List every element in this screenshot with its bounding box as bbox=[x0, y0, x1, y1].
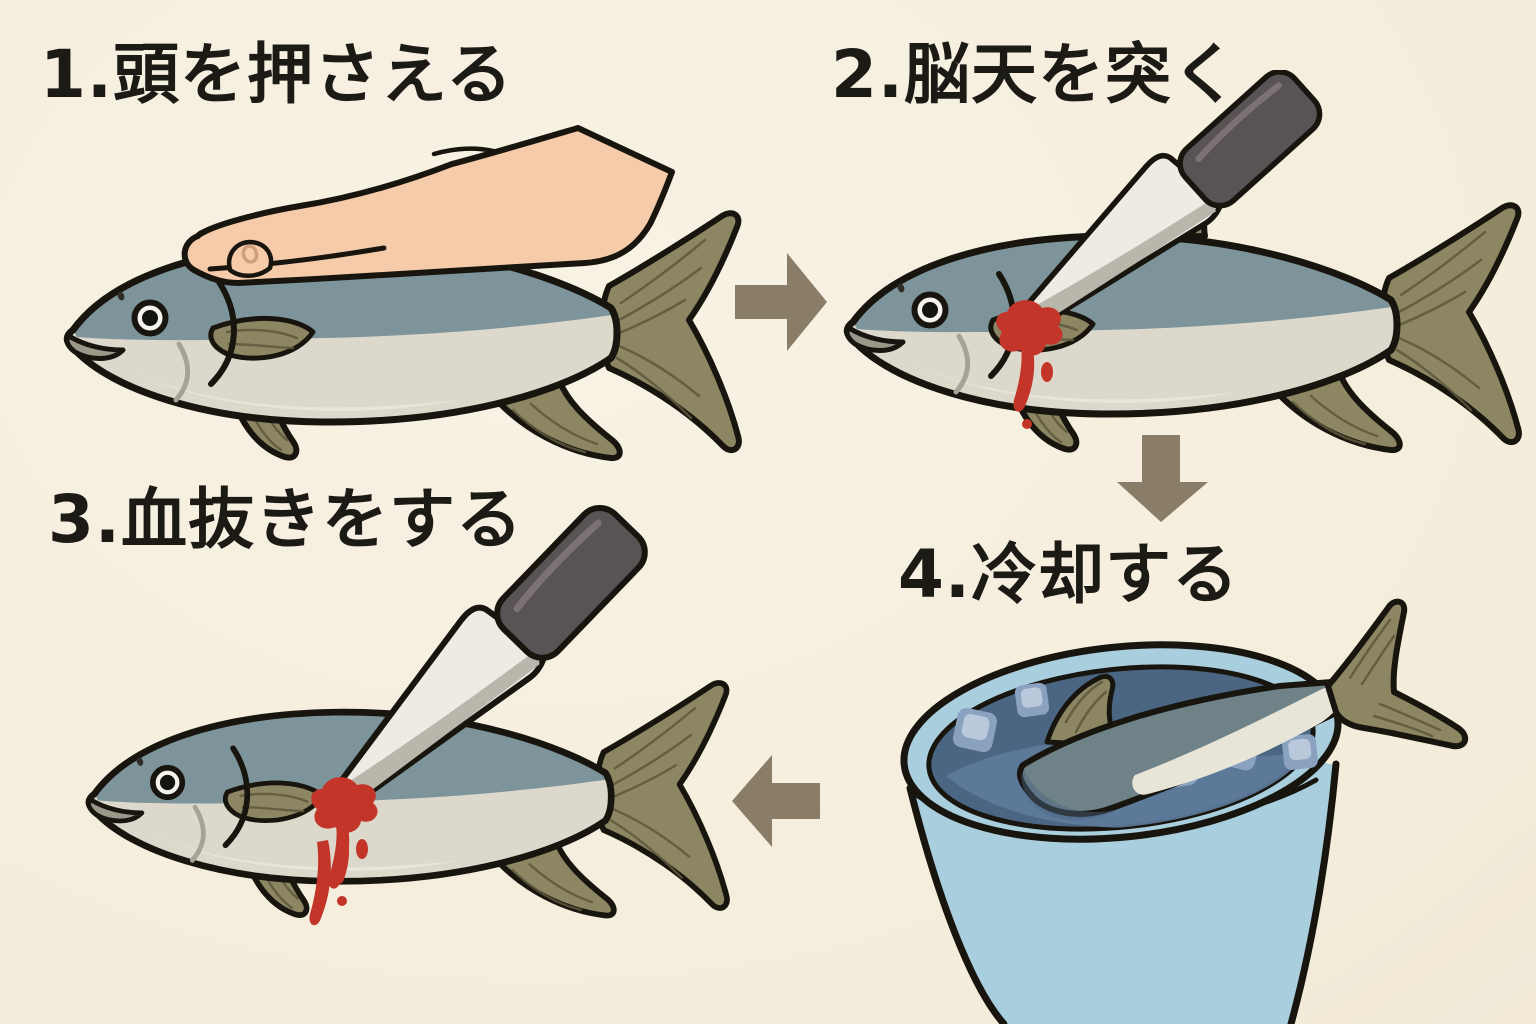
hand-icon bbox=[181, 125, 675, 286]
flow-arrow-left-icon bbox=[732, 755, 820, 847]
step-2-label: 2.脳天を突く bbox=[831, 36, 1239, 113]
fish-in-bucket bbox=[1016, 598, 1469, 821]
flow-arrow-down-icon bbox=[1117, 435, 1208, 522]
step-1-illustration bbox=[60, 125, 760, 472]
step-4-label: 4.冷却する bbox=[898, 536, 1239, 613]
flow-arrow-right-icon bbox=[735, 253, 827, 351]
blood-streak bbox=[336, 822, 350, 884]
step-2-illustration bbox=[830, 70, 1536, 512]
step-3-label: 3.血抜きをする bbox=[48, 481, 523, 558]
step-4-illustration bbox=[900, 598, 1469, 1024]
blood-drip bbox=[309, 840, 331, 926]
step-1-label: 1.頭を押さえる bbox=[40, 36, 514, 113]
step-3-illustration bbox=[40, 470, 764, 926]
